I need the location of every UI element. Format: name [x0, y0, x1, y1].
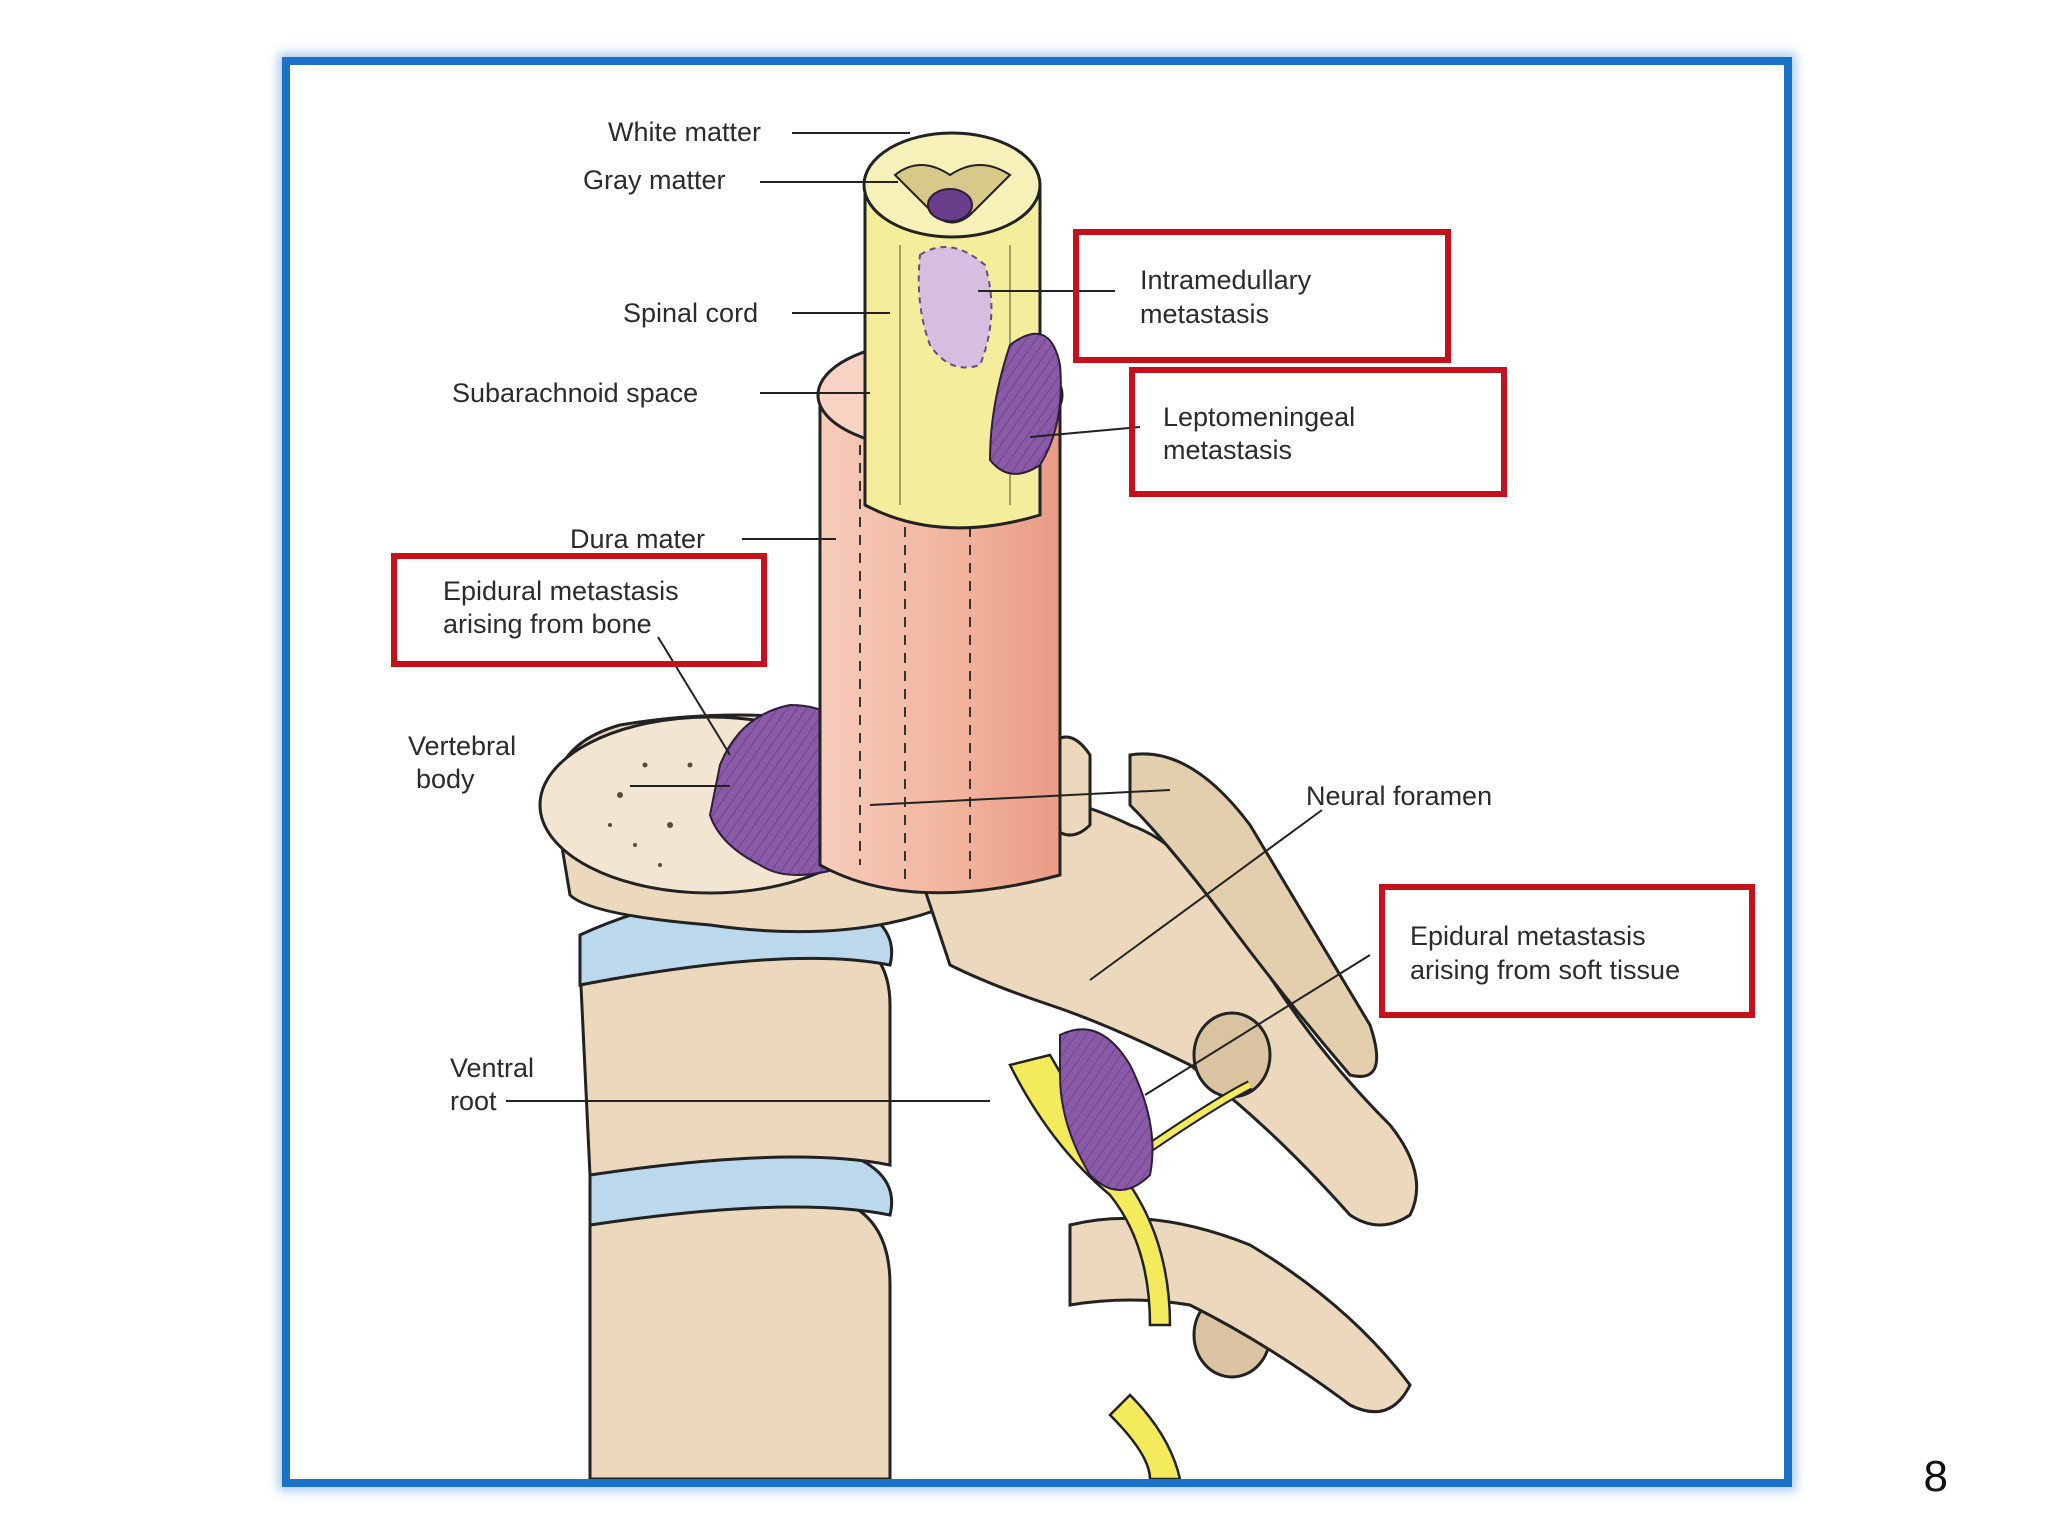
- lower-vertebrae: [578, 893, 894, 1479]
- label-ventral-root-line2: root: [450, 1086, 497, 1116]
- label-vertebral-body-line2: body: [416, 764, 475, 794]
- highlight-epidural-soft-tissue: Epidural metastasis arising from soft ti…: [1379, 884, 1755, 1018]
- label-subarachnoid-space: Subarachnoid space: [452, 378, 698, 408]
- intramedullary-tumor-top: [927, 188, 973, 222]
- label-dura-mater: Dura mater: [570, 524, 705, 554]
- label-epidural-soft-line2: arising from soft tissue: [1410, 955, 1680, 985]
- leader-lines: [506, 132, 1371, 1102]
- plain-labels: White matter Gray matter Spinal cord Sub…: [408, 117, 1492, 1116]
- spine-metastasis-diagram: White matter Gray matter Spinal cord Sub…: [391, 117, 1755, 1479]
- transverse-process: [1128, 752, 1379, 1078]
- label-vertebral-body-line1: Vertebral: [408, 731, 516, 761]
- label-gray-matter: Gray matter: [583, 165, 726, 195]
- label-epidural-soft-line1: Epidural metastasis: [1410, 921, 1646, 951]
- label-epidural-bone-line2: arising from bone: [443, 609, 652, 639]
- label-spinal-cord: Spinal cord: [623, 298, 758, 328]
- facet-upper: [1192, 1011, 1272, 1099]
- intramedullary-tumor-body: [917, 246, 993, 369]
- label-ventral-root-line1: Ventral: [450, 1053, 534, 1083]
- highlight-leptomeningeal: Leptomeningeal metastasis: [1129, 367, 1507, 497]
- label-intramedullary-line2: metastasis: [1140, 299, 1269, 329]
- label-neural-foramen: Neural foramen: [1306, 781, 1492, 811]
- label-leptomeningeal-line1: Leptomeningeal: [1163, 402, 1355, 432]
- figure-frame: White matter Gray matter Spinal cord Sub…: [282, 57, 1792, 1487]
- page-number: 8: [1923, 1452, 1948, 1501]
- label-epidural-bone-line1: Epidural metastasis: [443, 576, 679, 606]
- label-leptomeningeal-line2: metastasis: [1163, 435, 1292, 465]
- label-intramedullary-line1: Intramedullary: [1140, 265, 1312, 295]
- spinal-cord: [862, 131, 1062, 530]
- highlight-intramedullary: Intramedullary metastasis: [1073, 229, 1451, 363]
- nerve-roots: [1008, 1028, 1253, 1479]
- label-white-matter: White matter: [608, 117, 761, 147]
- highlight-epidural-bone: Epidural metastasis arising from bone: [391, 553, 767, 667]
- lower-lamina: [1068, 1216, 1412, 1414]
